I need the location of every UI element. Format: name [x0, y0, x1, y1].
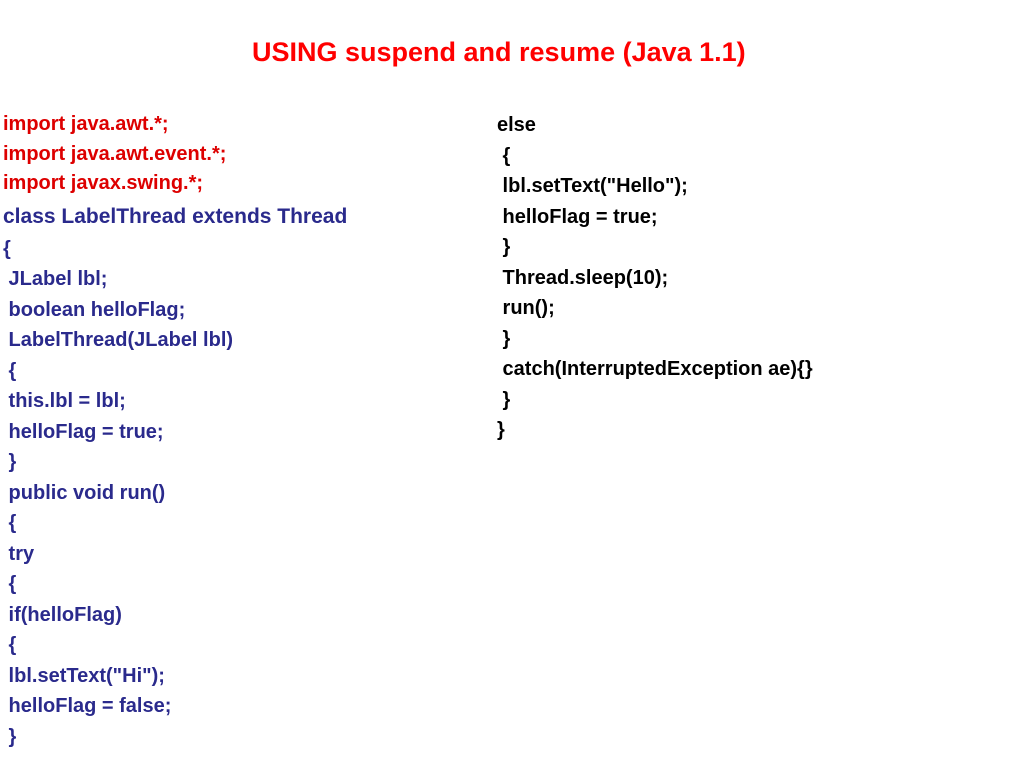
code-line: {: [497, 144, 511, 167]
code-line: if(helloFlag): [3, 603, 122, 626]
code-line: }: [497, 327, 511, 350]
import-line: import javax.swing.*;: [3, 172, 204, 194]
code-line: this.lbl = lbl;: [3, 390, 126, 412]
import-line: import java.awt.event.*;: [3, 142, 227, 165]
code-line: Thread.sleep(10);: [497, 266, 669, 289]
code-line: }: [3, 451, 17, 473]
code-line: lbl.setText("Hello");: [497, 175, 688, 197]
code-line: helloFlag = true;: [3, 420, 164, 443]
code-line: }: [497, 388, 511, 411]
code-line: public void run(): [3, 481, 166, 504]
code-line: {: [3, 359, 17, 382]
code-line: {: [3, 634, 17, 656]
code-line: helloFlag = true;: [497, 205, 658, 228]
right-code-block: else { lbl.setText("Hello"); helloFlag =…: [497, 110, 813, 446]
import-line: import java.awt.*;: [3, 113, 169, 135]
code-line: boolean helloFlag;: [3, 298, 186, 321]
code-line: }: [3, 725, 17, 748]
left-code-block: import java.awt.*; import java.awt.event.…: [3, 110, 347, 752]
code-line: {: [3, 512, 17, 534]
code-line: try: [3, 542, 35, 565]
code-line: }: [497, 236, 511, 258]
code-line: helloFlag = false;: [3, 695, 172, 717]
code-line: lbl.setText("Hi");: [3, 664, 165, 687]
slide-title: USING suspend and resume (Java 1.1): [252, 37, 746, 67]
code-line: else: [497, 114, 536, 136]
class-declaration-line: class LabelThread extends Thread: [3, 204, 348, 228]
code-line: catch(InterruptedException ae){}: [497, 358, 813, 380]
code-line: LabelThread(JLabel lbl): [3, 329, 234, 351]
code-line: {: [3, 573, 17, 595]
code-line: }: [497, 419, 505, 441]
code-line: JLabel lbl;: [3, 268, 108, 290]
code-line: run();: [497, 297, 555, 319]
code-line: {: [3, 237, 11, 260]
